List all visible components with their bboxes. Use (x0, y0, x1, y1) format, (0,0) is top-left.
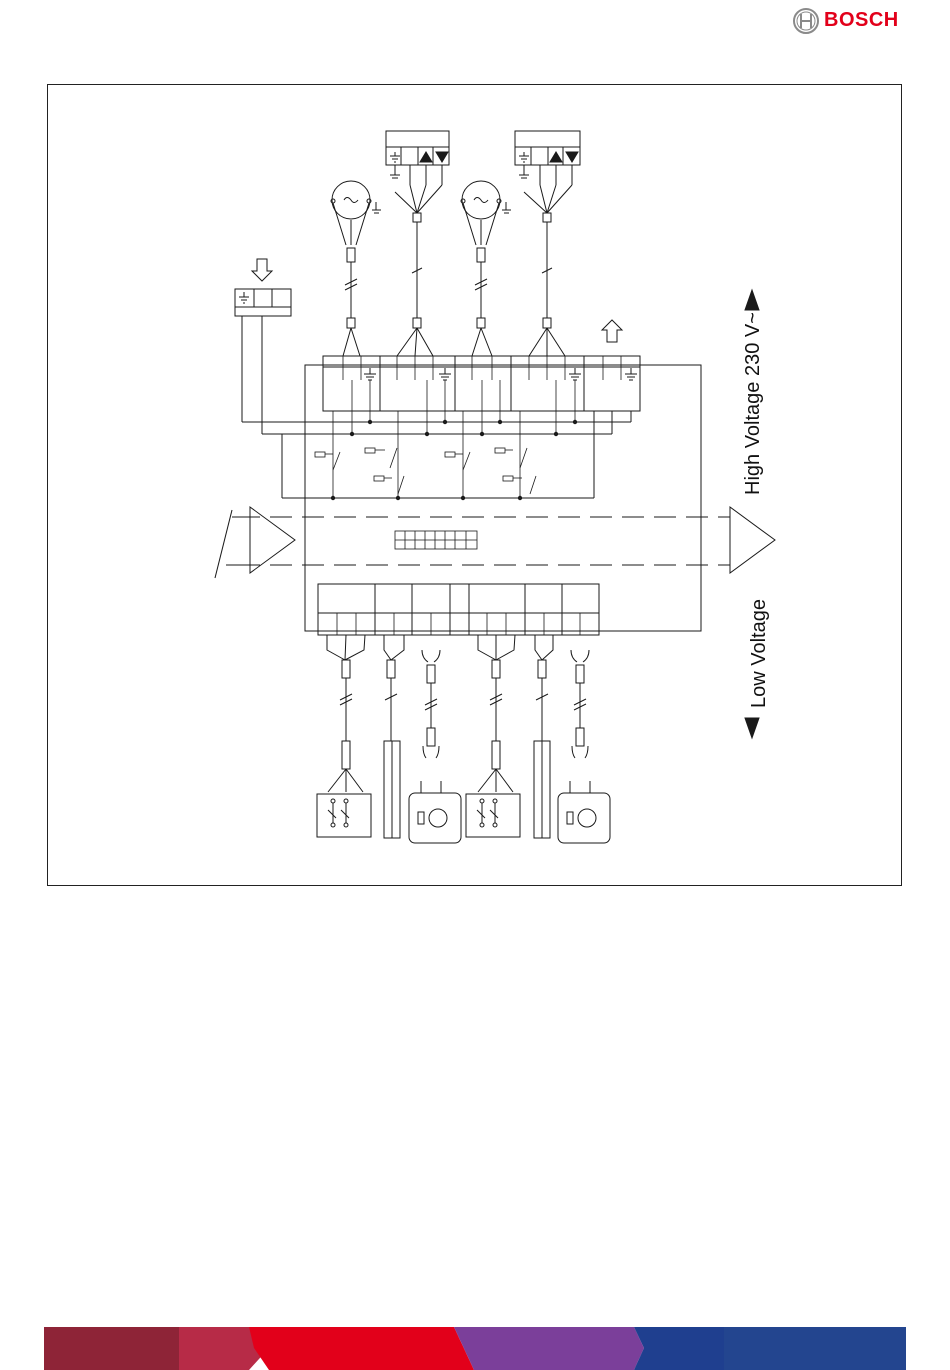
room-thermostat-1 (317, 635, 371, 837)
mixing-valve-2 (515, 131, 580, 356)
hv-terminal-block (323, 356, 640, 411)
footer-segment (454, 1327, 644, 1370)
lv-terminal-block (318, 584, 599, 635)
bus-output-triangle (730, 507, 775, 573)
footer-segment (634, 1327, 724, 1370)
arrow-down-icon (745, 718, 759, 738)
arrow-up-icon (602, 320, 622, 342)
low-voltage-label: Low Voltage (748, 599, 771, 708)
room-thermostat-2 (466, 635, 520, 837)
bus-connector (395, 531, 477, 549)
outdoor-sensor-1 (409, 650, 461, 843)
power-input-block (235, 259, 291, 316)
hv-bus-lines (242, 316, 631, 500)
footer-segment (249, 1327, 474, 1370)
pump-2 (461, 181, 511, 356)
ground-icon (364, 368, 637, 380)
temperature-sensor-1 (384, 635, 404, 838)
communication-bus (215, 507, 775, 578)
relay-contacts (315, 448, 536, 494)
high-voltage-label: High Voltage 230 V~ (742, 312, 765, 495)
outdoor-sensor-2 (558, 650, 610, 843)
footer-segment (44, 1327, 179, 1370)
pump-1 (331, 181, 381, 356)
arrow-up-icon (745, 290, 759, 310)
footer-segment (724, 1327, 906, 1370)
temperature-sensor-2 (534, 635, 553, 838)
mixing-valve-1 (386, 131, 449, 356)
ground-icon (239, 292, 249, 303)
arrow-down-icon (252, 259, 272, 281)
footer-color-bar (44, 1327, 906, 1370)
wiring-diagram (0, 0, 950, 900)
